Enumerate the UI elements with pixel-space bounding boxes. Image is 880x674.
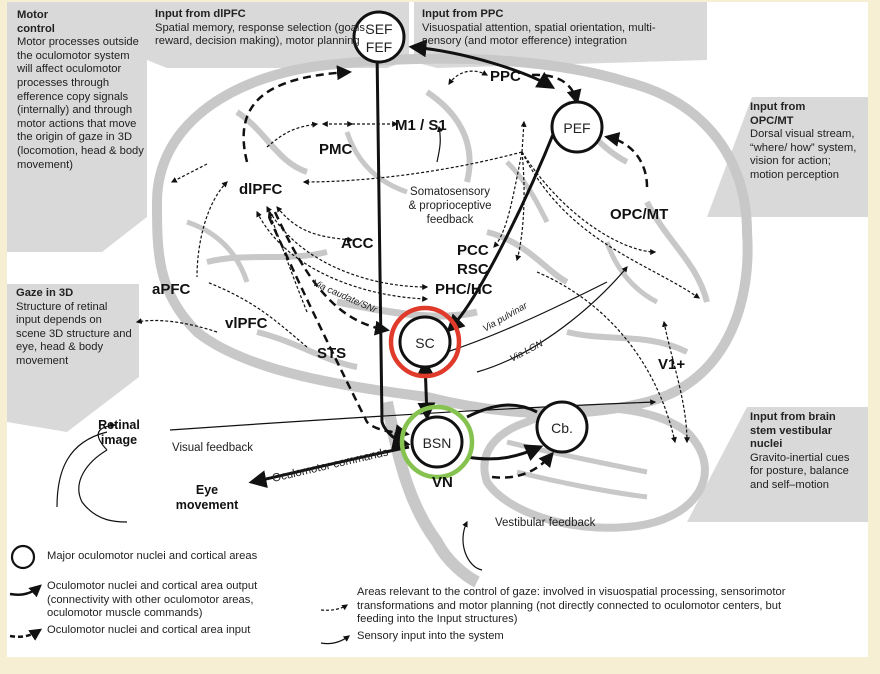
node-pef[interactable]: [550, 100, 604, 154]
label-eye-2: movement: [176, 498, 239, 512]
label-retinal-1: Retinal: [98, 418, 140, 432]
panel-input-dlpfc-title: Input from dlPFC: [155, 8, 246, 20]
legend-sensory-icon: [320, 635, 351, 645]
label-rsc: RSC: [457, 261, 489, 278]
panel-gaze-bg: [7, 284, 139, 432]
panel-input-brainstem: Input from brain stem vestibular nuclei …: [750, 411, 862, 493]
edge-vn-cb: [491, 451, 554, 479]
label-v1: V1+: [658, 356, 685, 373]
panel-motor-control: Motor control Motor processes outside th…: [17, 9, 145, 172]
label-phc-hc: PHC/HC: [435, 281, 493, 298]
annot-visual-feedback: Visual feedback: [172, 442, 253, 454]
label-sc: SC: [415, 335, 434, 351]
edge-bsn-cb2: [466, 444, 544, 461]
panel-input-ppc: Input from PPC Visuospatial attention, s…: [422, 8, 692, 49]
label-sts: STS: [317, 345, 346, 362]
annot-via-lgn: Via LGN: [508, 338, 545, 365]
panel-brainstem-bg: [687, 407, 868, 522]
label-fef: FEF: [366, 39, 392, 55]
label-ppc: PPC: [490, 68, 521, 85]
panel-gaze-3d-title: Gaze in 3D: [16, 287, 74, 299]
legend-relevant-areas: Areas relevant to the control of gaze: i…: [357, 586, 786, 626]
label-eye-1: Eye: [196, 483, 218, 497]
panel-input-ppc-title: Input from PPC: [422, 8, 504, 20]
panel-input-dlpfc-body: Spatial memory, response selection (goal…: [155, 21, 369, 48]
label-m1s1: M1 / S1: [395, 117, 447, 134]
panel-input-ppc-body: Visuospatial attention, spatial orientat…: [422, 21, 656, 48]
label-pcc: PCC: [457, 242, 489, 259]
nodes-major: [352, 10, 604, 480]
legend-output-icon: [9, 584, 42, 598]
bsn-highlight-ring: [399, 404, 475, 480]
panel-motor-control-body: Motor processes outside the oculomotor s…: [17, 36, 144, 171]
panel-input-brainstem-body: Gravito-inertial cues for posture, balan…: [750, 451, 850, 491]
label-vlpfc: vlPFC: [225, 315, 268, 332]
edge-dlpfc-sef: [242, 65, 352, 163]
label-pmc: PMC: [319, 141, 353, 158]
label-retinal-2: image: [101, 433, 137, 447]
edge-pef-sc: [446, 111, 564, 333]
label-sef: SEF: [365, 21, 392, 37]
node-bsn[interactable]: [410, 415, 464, 469]
label-dlpfc: dlPFC: [239, 181, 282, 198]
legend-glyphs: [9, 544, 351, 645]
panel-input-brainstem-title: Input from brain stem vestibular nuclei: [750, 411, 836, 451]
panel-dlpfc-bg: [147, 2, 409, 68]
edge-ppc-pef: [531, 73, 582, 105]
panel-input-opc-mt: Input from OPC/MT Dorsal visual stream, …: [750, 101, 862, 183]
brain-silhouette: [151, 53, 753, 588]
panel-input-dlpfc: Input from dlPFC Spatial memory, respons…: [155, 8, 407, 49]
label-vn: VN: [432, 474, 453, 491]
edge-sef-pef: [408, 39, 556, 89]
panel-motor-control-bg: [7, 2, 147, 252]
legend-major-nuclei: Major oculomotor nuclei and cortical are…: [47, 550, 258, 562]
annot-oculomotor-commands: Oculomotor commands: [271, 446, 390, 484]
edge-bsn-cb: [466, 403, 538, 419]
legend-sensory-input: Sensory input into the system: [357, 630, 504, 642]
annot-somato-1: Somatosensory: [410, 186, 490, 198]
legend-input-icon: [9, 628, 43, 641]
legend-relevant-icon: [320, 604, 348, 611]
sc-highlight-ring: [388, 305, 462, 379]
panel-gaze-3d: Gaze in 3D Structure of retinal input de…: [16, 287, 134, 369]
connections: [56, 39, 700, 571]
legend-output: Oculomotor nuclei and cortical area outp…: [47, 580, 258, 620]
label-acc: ACC: [341, 235, 374, 252]
edge-opc-pef: [604, 132, 649, 188]
node-sef-fef[interactable]: [352, 10, 406, 64]
label-apfc: aPFC: [152, 281, 191, 298]
panel-gaze-3d-body: Structure of retinal input depends on sc…: [16, 300, 132, 367]
edge-dlpfc-bsn: [267, 216, 410, 440]
label-cb: Cb.: [551, 420, 573, 436]
panel-motor-control-title: Motor control: [17, 9, 55, 35]
edge-oculomotor: [248, 445, 410, 488]
annot-somato-3: feedback: [427, 214, 474, 226]
figure-canvas: SEF FEF PEF SC BSN Cb. PPC M1 / S1 PMC d…: [7, 2, 868, 657]
label-bsn: BSN: [423, 435, 452, 451]
node-sc[interactable]: [398, 315, 452, 369]
label-pef: PEF: [563, 120, 590, 136]
edge-sef-bsn: [375, 49, 411, 450]
annot-vestibular-feedback: Vestibular feedback: [495, 517, 596, 529]
node-labels: SEF FEF PEF SC BSN Cb. PPC M1 / S1 PMC d…: [98, 21, 685, 512]
node-cb[interactable]: [535, 400, 589, 454]
panel-input-opc-mt-body: Dorsal visual stream, “where/ how” syste…: [750, 128, 857, 181]
legend-circle-icon: [10, 544, 36, 570]
label-opc-mt: OPC/MT: [610, 206, 668, 223]
panel-opc-bg: [707, 97, 868, 217]
annot-somato-2: & proprioceptive: [408, 200, 491, 212]
panel-input-opc-mt-title: Input from OPC/MT: [750, 101, 806, 127]
gaze-control-diagram: SEF FEF PEF SC BSN Cb. PPC M1 / S1 PMC d…: [7, 2, 868, 645]
legend-input: Oculomotor nuclei and cortical area inpu…: [47, 624, 251, 636]
